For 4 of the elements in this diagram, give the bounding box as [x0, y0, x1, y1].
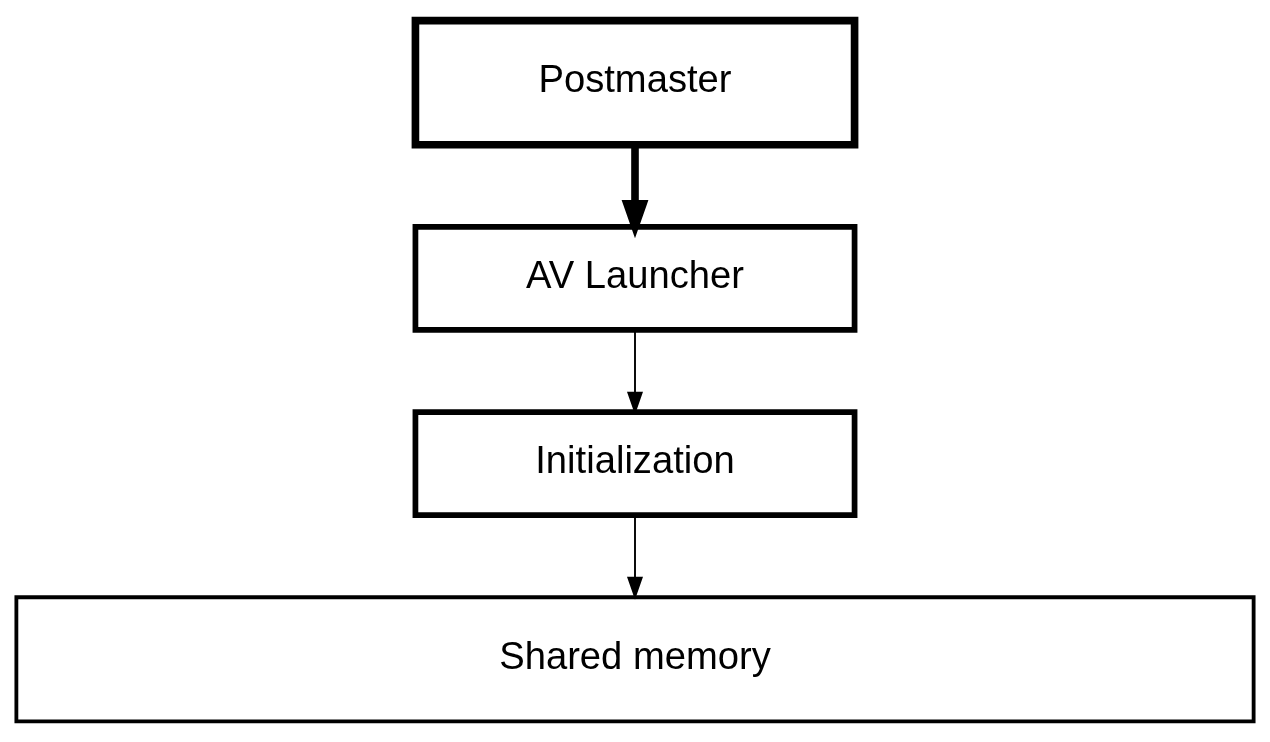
node-box: Shared memory — [14, 595, 1256, 724]
node-box: Initialization — [412, 409, 858, 518]
node-box: AV Launcher — [412, 224, 858, 333]
node-box: Postmaster — [411, 16, 859, 149]
